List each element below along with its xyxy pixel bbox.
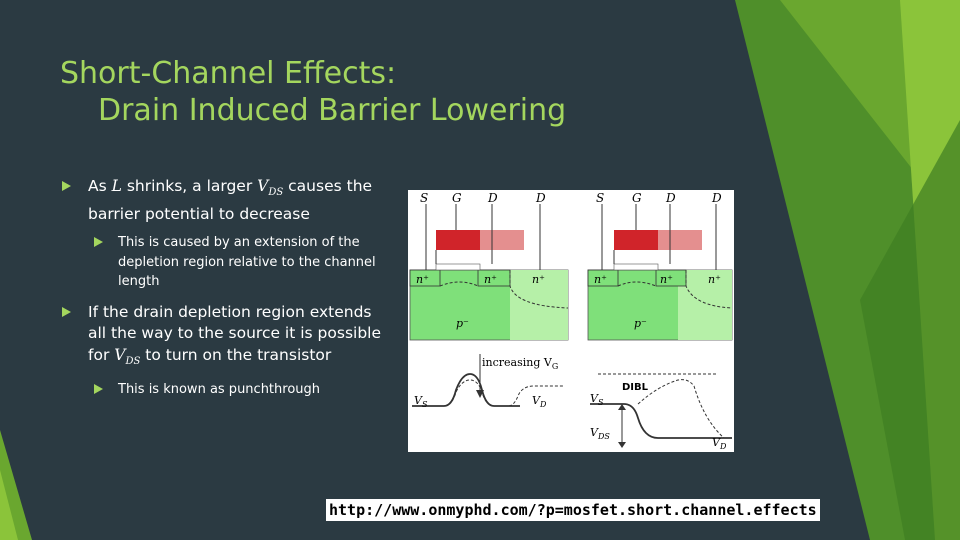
bullet-item: As L shrinks, a larger VDS causes the ba… — [62, 176, 392, 225]
sub-bullet-item: This is caused by an extension of the de… — [62, 233, 392, 292]
arrow-bullet-icon — [94, 384, 103, 395]
arrow-bullet-icon — [62, 181, 71, 191]
arrow-bullet-icon — [94, 237, 103, 248]
slide-title: Short-Channel Effects: Drain Induced Bar… — [60, 55, 566, 129]
label-vd: VD — [532, 394, 547, 409]
source-url[interactable]: http://www.onmyphd.com/?p=mosfet.short.c… — [326, 499, 820, 521]
math-symbol: L — [111, 177, 122, 195]
bullet-text: If the drain depletion region extends al… — [88, 302, 382, 364]
device-left — [409, 204, 569, 341]
math-symbol: V — [114, 345, 126, 364]
sub-bullet-text: This is caused by an extension of the de… — [118, 235, 376, 290]
sub-bullet-item: This is known as punchthrough — [62, 380, 392, 400]
bullet-text: As — [88, 177, 112, 195]
arrow-bullet-icon — [62, 306, 71, 317]
bullet-text: shrinks, a larger — [121, 177, 258, 195]
label-d: D — [665, 191, 676, 205]
bullet-list: As L shrinks, a larger VDS causes the ba… — [62, 176, 392, 410]
label-g: G — [452, 191, 462, 205]
label-n-plus: n⁺ — [416, 273, 429, 286]
label-vs: VS — [590, 392, 604, 407]
label-n-plus: n⁺ — [532, 273, 545, 286]
math-subscript: DS — [125, 355, 141, 367]
math-subscript: DS — [268, 187, 284, 199]
math-symbol: V — [257, 177, 269, 195]
dibl-figure: S G D D S G D D n⁺ n⁺ n⁺ n⁺ n⁺ n⁺ p⁻ p⁻ … — [408, 190, 734, 452]
label-n-plus: n⁺ — [484, 273, 497, 286]
device-right — [587, 204, 733, 341]
label-s: S — [420, 191, 428, 205]
label-n-plus: n⁺ — [660, 273, 673, 286]
label-n-plus: n⁺ — [594, 273, 607, 286]
bullet-text: causes the barrier potential to decrease — [88, 177, 373, 223]
title-line-2: Drain Induced Barrier Lowering — [98, 93, 567, 128]
bullet-item: If the drain depletion region extends al… — [62, 302, 392, 373]
label-d: D — [487, 191, 498, 205]
increasing-vg-label: increasing VG — [482, 356, 558, 371]
label-p-minus: p⁻ — [456, 317, 469, 330]
label-vds: VDS — [590, 426, 610, 441]
label-vs: VS — [414, 394, 428, 409]
label-vd: VD — [712, 436, 727, 451]
title-line-1: Short-Channel Effects: — [60, 56, 397, 91]
dibl-label: DIBL — [622, 382, 649, 393]
bullet-text: to turn on the transistor — [140, 345, 332, 364]
sub-bullet-text: This is known as punchthrough — [118, 382, 321, 398]
label-p-minus: p⁻ — [634, 317, 647, 330]
label-g: G — [632, 191, 642, 205]
label-n-plus: n⁺ — [708, 273, 721, 286]
label-d: D — [535, 191, 546, 205]
label-d: D — [711, 191, 722, 205]
label-s: S — [596, 191, 604, 205]
